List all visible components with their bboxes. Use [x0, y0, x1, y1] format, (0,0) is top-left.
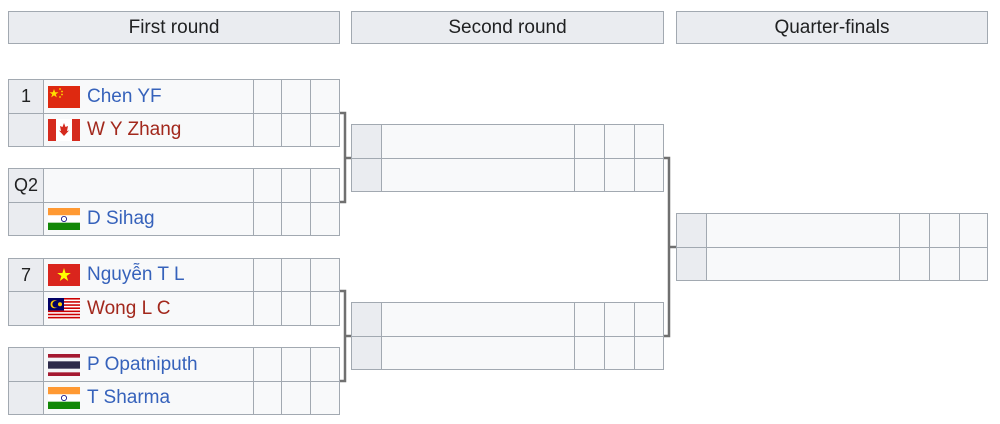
player-name[interactable]: W Y Zhang — [87, 119, 182, 140]
player-name[interactable]: Nguyễn T L — [87, 264, 185, 285]
score-cell — [281, 381, 311, 415]
score-cell — [253, 202, 282, 236]
player-name[interactable]: P Opatniputh — [87, 353, 198, 375]
player-name-cell: D Sihag — [43, 202, 254, 236]
player-name-cell: Nguyễn T L — [43, 258, 254, 292]
seed-cell — [8, 347, 44, 382]
malaysia-flag-icon — [48, 297, 80, 320]
connector-line — [340, 111, 347, 204]
seed-cell — [351, 158, 382, 192]
player-name-cell — [381, 336, 575, 370]
thailand-flag-icon — [48, 353, 80, 376]
connector-line — [340, 289, 347, 383]
seed-cell — [351, 302, 382, 337]
score-cell — [310, 381, 340, 415]
score-cell — [634, 124, 664, 159]
score-cell — [253, 113, 282, 147]
connector-line — [664, 156, 671, 338]
seed-cell — [8, 202, 44, 236]
score-cell — [634, 302, 664, 337]
india-flag-icon — [48, 387, 80, 409]
score-cell — [310, 291, 340, 326]
player-name-cell: Wong L C — [43, 291, 254, 326]
player-name[interactable]: D Sihag — [87, 208, 155, 229]
score-cell — [604, 302, 635, 337]
player-name-cell — [706, 247, 900, 281]
player-name[interactable]: Chen YF — [87, 85, 162, 107]
player-name[interactable]: Wong L C — [87, 297, 171, 319]
player-name-cell: W Y Zhang — [43, 113, 254, 147]
score-cell — [574, 302, 605, 337]
vietnam-flag-icon — [48, 264, 80, 286]
seed-cell — [8, 291, 44, 326]
header-quarter-finals: Quarter-finals — [676, 11, 988, 44]
score-cell — [604, 158, 635, 192]
score-cell — [310, 113, 340, 147]
seed-cell — [676, 247, 707, 281]
score-cell — [310, 202, 340, 236]
player-name-cell — [381, 124, 575, 159]
china-flag-icon — [48, 85, 80, 108]
header-first-round: First round — [8, 11, 340, 44]
score-cell — [281, 113, 311, 147]
seed-cell — [8, 113, 44, 147]
header-second-round: Second round — [351, 11, 664, 44]
seed-cell — [8, 381, 44, 415]
player-name-cell: Chen YF — [43, 79, 254, 114]
canada-flag-icon — [48, 119, 80, 141]
player-name-cell — [381, 158, 575, 192]
player-name[interactable]: T Sharma — [87, 387, 171, 408]
india-flag-icon — [48, 208, 80, 230]
player-name-cell — [43, 168, 254, 203]
score-cell — [281, 347, 311, 382]
score-cell — [310, 258, 340, 292]
score-cell — [281, 258, 311, 292]
score-cell — [310, 168, 340, 203]
score-cell — [634, 336, 664, 370]
seed-cell: Q2 — [8, 168, 44, 203]
player-name-cell — [706, 213, 900, 248]
score-cell — [634, 158, 664, 192]
score-cell — [604, 336, 635, 370]
score-cell — [959, 247, 988, 281]
score-cell — [310, 79, 340, 114]
seed-cell: 7 — [8, 258, 44, 292]
score-cell — [604, 124, 635, 159]
player-name-cell: P Opatniputh — [43, 347, 254, 382]
score-cell — [281, 202, 311, 236]
